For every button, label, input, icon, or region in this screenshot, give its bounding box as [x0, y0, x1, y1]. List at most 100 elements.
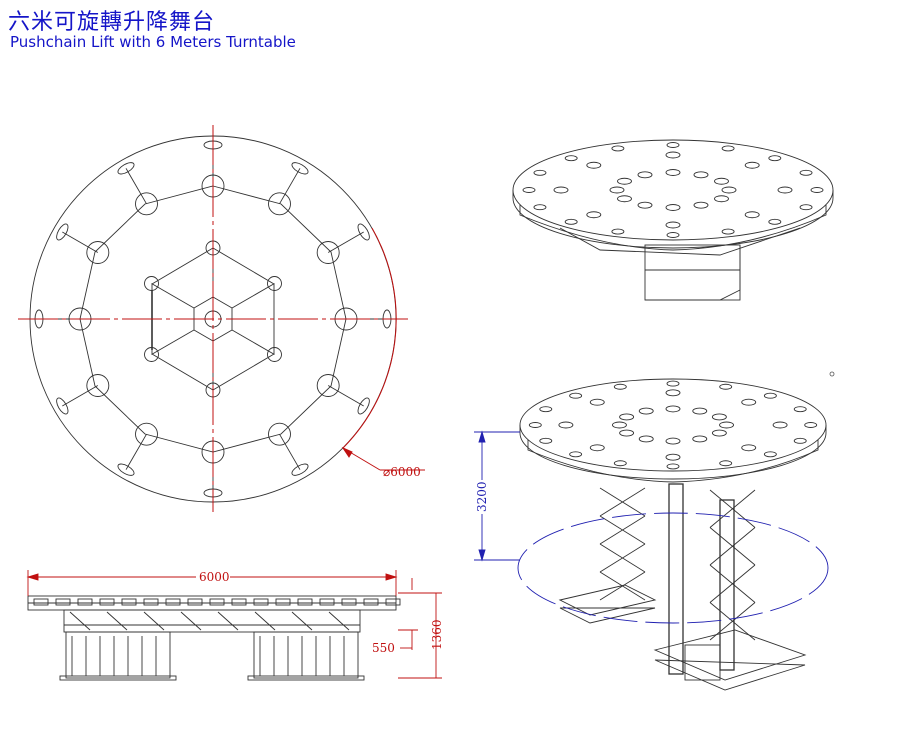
iso-node: [692, 407, 708, 415]
iso-lowered-view: [512, 139, 834, 301]
iso-rim-node: [533, 204, 547, 211]
side-total-height-label: 1360: [430, 619, 444, 650]
outer-node: [86, 241, 110, 264]
iso-rim-node: [611, 228, 625, 235]
spoke-line: [279, 168, 301, 205]
iso-rim-node: [721, 145, 735, 152]
iso-rim-node: [564, 155, 578, 162]
iso-rim-node: [763, 451, 777, 458]
deck-bolt: [99, 598, 115, 606]
spoke-line: [125, 168, 147, 205]
title-chinese: 六米可旋轉升降舞台: [8, 10, 216, 35]
deck-bolt: [231, 598, 247, 606]
inner-spoke: [151, 283, 195, 309]
spoke-line: [279, 433, 301, 470]
raised-lift-height-label: 3200: [475, 481, 489, 512]
frame-brace: [217, 611, 239, 631]
frame-brace: [106, 611, 128, 631]
middle-node: [144, 347, 159, 362]
deck-bolt: [165, 598, 181, 606]
iso-node: [586, 211, 602, 219]
spoke-line: [62, 385, 99, 407]
deck-bolt: [253, 598, 269, 606]
iso-node: [665, 221, 681, 229]
iso-node: [589, 398, 605, 406]
iso-node: [617, 177, 632, 185]
deck-bolt: [143, 598, 159, 606]
iso-rim-node: [666, 380, 680, 387]
iso-node: [721, 186, 737, 194]
side-lowered-height-label: 550: [372, 641, 395, 655]
outer-node: [268, 192, 291, 216]
iso-node: [638, 435, 654, 443]
rim-slot: [357, 223, 370, 241]
iso-node: [619, 413, 635, 421]
iso-node: [714, 195, 729, 203]
iso-rim-node: [613, 383, 627, 390]
iso-node: [744, 211, 760, 219]
deck-bolt: [319, 598, 335, 606]
iso-node: [741, 398, 757, 406]
side-view: [27, 595, 401, 681]
iso-node: [637, 171, 653, 179]
rim-slot: [291, 463, 309, 476]
scissor-arm: [709, 527, 756, 566]
rim-slot: [117, 162, 135, 175]
middle-node: [267, 347, 282, 362]
deck-bolt: [385, 598, 401, 606]
iso-node: [665, 204, 681, 211]
side-width-label: 6000: [199, 570, 230, 584]
iso-node: [586, 161, 602, 169]
iso-node: [711, 413, 727, 421]
iso-node: [665, 169, 681, 176]
iso-node: [711, 429, 727, 437]
deck-bolt: [297, 598, 313, 606]
deck-bolt: [363, 598, 379, 606]
iso-rim-node: [528, 422, 542, 428]
iso-rim-node: [768, 218, 782, 225]
iso-rim-node: [666, 142, 680, 148]
iso-node: [637, 201, 653, 209]
iso-rim-node: [799, 204, 813, 211]
iso-rim-node: [793, 437, 807, 444]
frame-brace: [180, 611, 202, 631]
iso-node: [617, 195, 632, 203]
iso-rim-node: [666, 463, 680, 470]
scissor-arm: [599, 515, 646, 545]
iso-rim-node: [804, 422, 818, 428]
spoke-line: [125, 433, 147, 470]
iso-node: [741, 444, 757, 452]
iso-node: [589, 444, 605, 452]
iso-rim-node: [810, 187, 824, 193]
side-dimensions: [26, 570, 442, 679]
outer-node: [268, 422, 291, 446]
iso-node: [665, 389, 681, 397]
iso-rim-node: [611, 145, 625, 152]
outer-node: [86, 374, 110, 397]
rim-slot: [117, 463, 135, 476]
iso-node: [693, 201, 709, 209]
deck-bolt: [77, 598, 93, 606]
rim-slot: [291, 162, 309, 175]
iso-node: [665, 437, 681, 445]
iso-rim-node: [522, 187, 536, 193]
iso-raised-dimension: [474, 430, 829, 624]
iso-node: [714, 177, 729, 185]
iso-node: [612, 421, 627, 429]
deck-bolt: [275, 598, 291, 606]
iso-raised-view: [519, 378, 827, 691]
scissor-arm: [709, 564, 756, 603]
iso-rim-node: [721, 228, 735, 235]
title-english: Pushchain Lift with 6 Meters Turntable: [10, 33, 296, 51]
iso-rim-node: [613, 460, 627, 467]
spoke-line: [327, 385, 364, 407]
inner-spoke: [151, 329, 195, 355]
iso-node: [772, 421, 788, 429]
spoke-line: [327, 231, 364, 253]
iso-node: [665, 151, 681, 159]
iso-rim-node: [719, 460, 733, 467]
frame-brace: [143, 611, 165, 631]
iso-rim-node: [539, 437, 553, 444]
iso-rim-node: [564, 218, 578, 225]
